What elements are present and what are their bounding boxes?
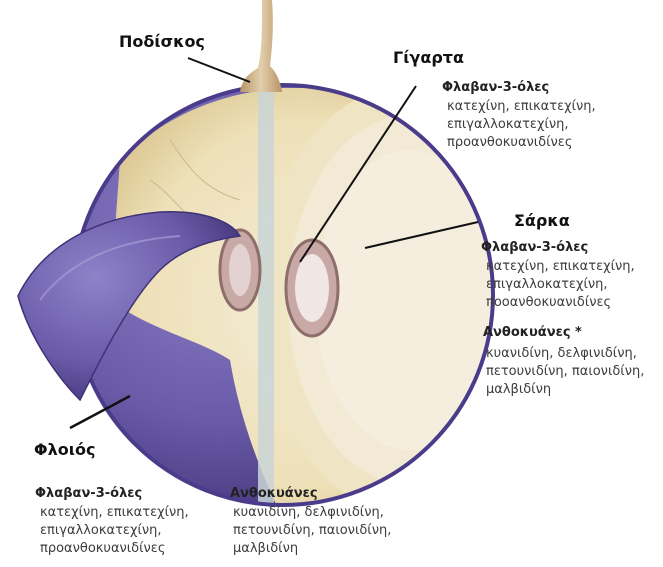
skin-heading-anthocyanins: Ανθοκυάνες — [230, 486, 318, 501]
skin-heading-flavanols: Φλαβαν-3-όλες — [35, 486, 142, 501]
seed-heading: Φλαβαν-3-όλες — [442, 80, 549, 95]
skin-anthocyanins: κυανιδίνη, δελφινιδίνη, πετουνιδίνη, παι… — [233, 504, 391, 558]
flesh-line: πετουνιδίνη, παιονιδίνη, — [486, 363, 644, 381]
skin-line: προανθοκυανιδίνες — [40, 540, 189, 558]
flesh-flavanols: κατεχίνη, επικατεχίνη, επιγαλλοκατεχίνη,… — [486, 258, 635, 312]
seed-line: κατεχίνη, επικατεχίνη, — [447, 98, 596, 116]
label-skin: Φλοιός — [34, 440, 95, 459]
skin-line: μαλβιδίνη — [233, 540, 391, 558]
flesh-line: κατεχίνη, επικατεχίνη, — [486, 258, 635, 276]
flesh-heading-anthocyanins: Ανθοκυάνες * — [483, 325, 582, 340]
seed-left — [220, 230, 260, 310]
flesh-line: ποοανθοκυανιδίνες — [486, 294, 635, 312]
flesh-line: κυανιδίνη, δελφινιδίνη, — [486, 345, 644, 363]
flesh-line: επιγαλλοκατεχίνη, — [486, 276, 635, 294]
stem — [240, 0, 282, 92]
label-seed: Γίγαρτα — [393, 48, 464, 67]
flesh-line: μαλβιδίνη — [486, 381, 644, 399]
seed-compounds: κατεχίνη, επικατεχίνη, επιγαλλοκατεχίνη,… — [447, 98, 596, 152]
seed-right — [286, 240, 338, 336]
seed-line: προανθοκυανιδίνες — [447, 134, 596, 152]
skin-line: κυανιδίνη, δελφινιδίνη, — [233, 504, 391, 522]
seed-line: επιγαλλοκατεχίνη, — [447, 116, 596, 134]
skin-line: κατεχίνη, επικατεχίνη, — [40, 504, 189, 522]
cut-plane — [258, 86, 274, 526]
skin-flavanols: κατεχίνη, επικατεχίνη, επιγαλλοκατεχίνη,… — [40, 504, 189, 558]
leader-stem — [188, 58, 250, 82]
flesh-anthocyanins: κυανιδίνη, δελφινιδίνη, πετουνιδίνη, παι… — [486, 345, 644, 399]
skin-line: επιγαλλοκατεχίνη, — [40, 522, 189, 540]
label-flesh: Σάρκα — [514, 211, 570, 230]
flesh-heading-flavanols: Φλαβαν-3-όλες — [481, 240, 588, 255]
label-stem: Ποδίσκος — [119, 32, 205, 51]
skin-line: πετουνιδίνη, παιονιδίνη, — [233, 522, 391, 540]
